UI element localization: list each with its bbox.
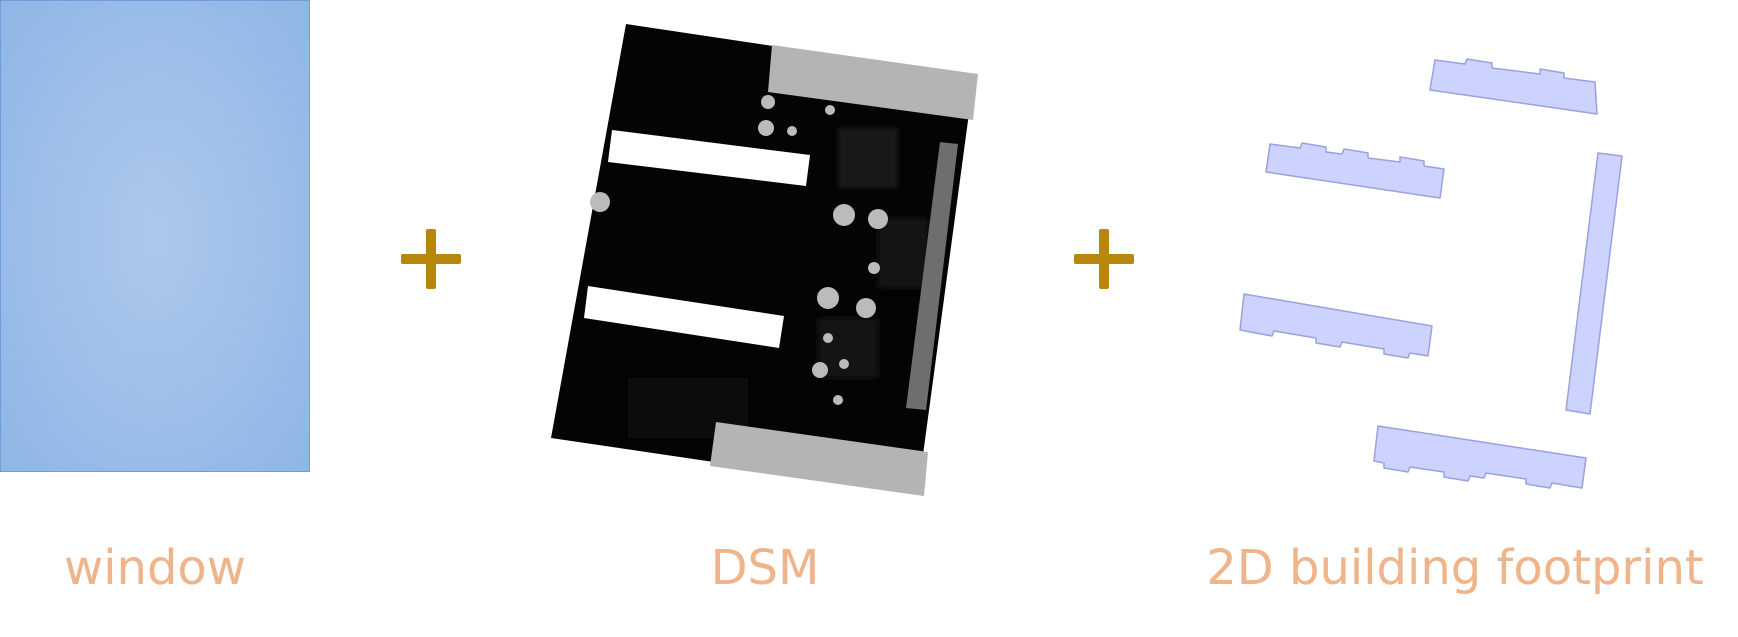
footprint-building-2 <box>1265 142 1445 199</box>
dsm-building-upper <box>608 130 810 186</box>
dsm-tree <box>868 262 880 274</box>
dsm-tree <box>823 333 833 343</box>
window-panel <box>0 0 310 472</box>
footprint-building-5 <box>1373 425 1587 489</box>
dsm-image <box>551 24 978 496</box>
dsm-roof-right <box>906 142 958 410</box>
dsm-tree <box>817 287 839 309</box>
dsm-tree <box>812 362 828 378</box>
footprint-building-3 <box>1565 152 1623 415</box>
window-image <box>1 1 309 471</box>
plus-operator-1 <box>401 229 461 289</box>
footprint-label: 2D building footprint <box>1206 540 1704 596</box>
dsm-tree <box>825 105 835 115</box>
dsm-panel <box>548 18 988 498</box>
footprint-image <box>1239 58 1623 489</box>
dsm-tree <box>787 126 797 136</box>
dsm-label: DSM <box>710 540 820 596</box>
window-label: window <box>63 540 247 596</box>
dsm-tree <box>833 204 855 226</box>
dsm-tree <box>761 95 775 109</box>
dsm-tree <box>758 120 774 136</box>
dsm-tree <box>833 395 843 405</box>
dsm-tree <box>868 209 888 229</box>
dsm-building-lower <box>584 286 784 348</box>
dsm-tree <box>839 359 849 369</box>
dsm-tree <box>590 192 610 212</box>
footprint-panel <box>1230 48 1650 498</box>
dsm-roof-bottom <box>710 422 928 496</box>
dsm-tree <box>856 298 876 318</box>
plus-operator-2 <box>1074 229 1134 289</box>
dsm-roof-top <box>768 45 978 120</box>
footprint-building-4 <box>1239 293 1433 359</box>
footprint-building-1 <box>1429 58 1598 115</box>
